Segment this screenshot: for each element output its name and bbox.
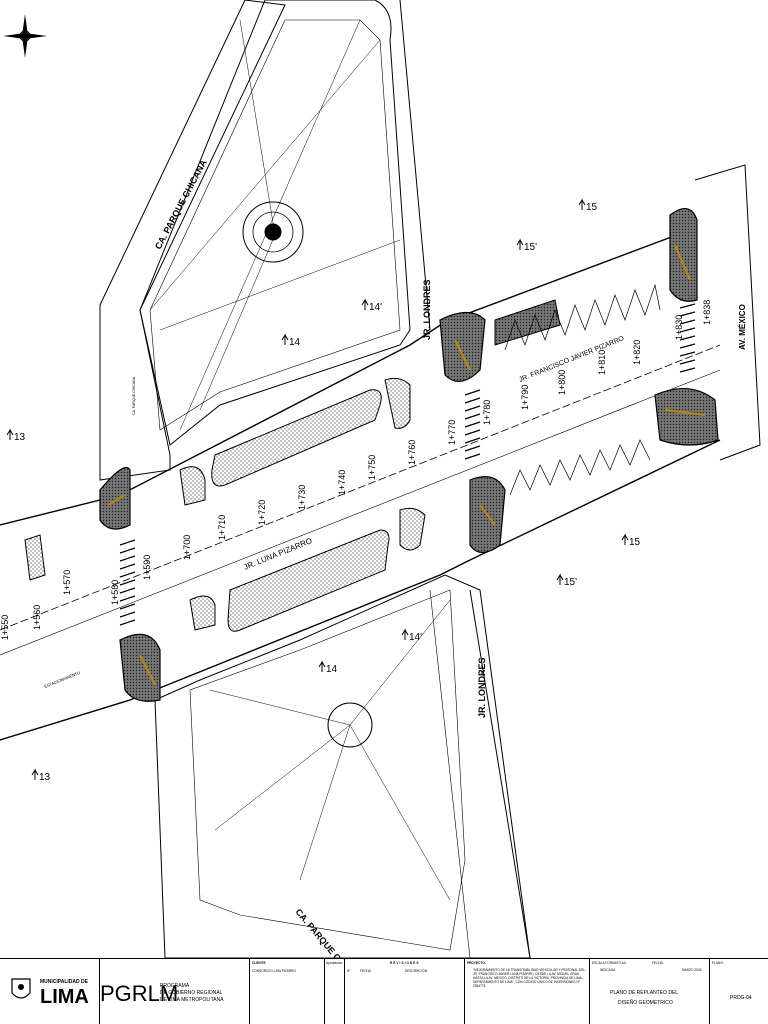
street-francisco-javier-pizarro: JR. FRANCISCO JAVIER PIZARRO [518, 335, 626, 384]
plan-title-2: DISEÑO GEOMETRICO [618, 1000, 673, 1006]
section-mark: 14 [318, 660, 338, 675]
section-mark: 15 [578, 198, 598, 213]
street-londres-top: JR. LONDRES [422, 279, 432, 340]
svg-text:13: 13 [39, 772, 51, 783]
station-label: 1+760 [407, 440, 417, 465]
station-label: 1+730 [297, 485, 307, 510]
station-label: 1+750 [367, 455, 377, 480]
revisions-title: REVISIONES [390, 961, 420, 965]
svg-text:15': 15' [524, 242, 537, 253]
section-mark: 14 [281, 333, 301, 348]
section-mark: 13 [31, 768, 51, 783]
rev-desc-header: DESCRIPCIÓN [405, 969, 428, 973]
lower-park-block [154, 574, 531, 958]
svg-text:14': 14' [369, 302, 382, 313]
curb-extensions [99, 208, 719, 702]
scale-value: INDICADA [600, 968, 616, 972]
rev-n-header: N° [347, 969, 351, 973]
section-marks: 13 13 14' 14 14' 14 15' 15 15' 15 [6, 198, 641, 783]
project-text: "MEJORAMIENTO DE LA TRANSITABILIDAD VEHI… [473, 968, 585, 988]
jr-londres-street [399, 0, 531, 958]
sheet-info-cell: ESCALA FORMATO A3: INDICADA FECHA: MARZO… [590, 959, 710, 1024]
street-parque-chicana-top: CA. PARQUE CHICANA [153, 158, 209, 251]
program-name-3: DE LIMA METROPOLITANA [160, 997, 224, 1003]
plan-title-1: PLANO DE REPLANTEO DEL [610, 990, 679, 996]
station-label: 1+590 [142, 555, 152, 580]
date-value: MARZO 2024 [682, 968, 702, 972]
parking-stalls [504, 283, 661, 496]
street-parque-chicana-bottom: CA. PARQUE CHICANA [293, 907, 365, 958]
medians [24, 299, 561, 632]
station-label: 1+570 [62, 570, 72, 595]
revisions-cell: REVISIONES N° FECHA DESCRIPCIÓN [345, 959, 465, 1024]
station-label: 1+550 [0, 615, 10, 640]
plan-code: PRDG-04 [730, 995, 752, 1001]
curb-accent-lines [107, 244, 706, 686]
station-label: 1+810 [597, 350, 607, 375]
program-code: PGRLM [100, 981, 179, 1006]
entity-cell: MUNICIPALIDAD DE LIMA [0, 959, 100, 1024]
client-name: CONSORCIO LUNA PIZARRO [252, 969, 296, 973]
street-londres-bottom: JR. LONDRES [477, 657, 487, 718]
station-label: 1+820 [632, 340, 642, 365]
north-arrow-icon [3, 14, 47, 58]
client-cell: CLIENTE CONSORCIO LUNA PIZARRO [250, 959, 325, 1024]
street-parque-chicana-small: CA. PARQUE CHICANA [132, 376, 136, 415]
lima-coat-of-arms-icon [11, 978, 31, 999]
station-label: 1+700 [182, 535, 192, 560]
station-label: 1+780 [482, 400, 492, 425]
station-label: 1+720 [257, 500, 267, 525]
section-mark: 14' [361, 298, 382, 313]
station-label: 1+580 [110, 580, 120, 605]
entity-small-label: MUNICIPALIDAD DE [40, 979, 88, 985]
station-label: 1+710 [217, 515, 227, 540]
program-name-1: PROGRAMA [160, 983, 190, 989]
rev-fecha-header: FECHA [360, 969, 371, 973]
project-label: PROYECTO: [467, 961, 486, 965]
svg-text:15: 15 [629, 537, 641, 548]
station-labels: 1+550 1+560 1+570 1+580 1+590 1+700 1+710 1+720… [0, 300, 712, 640]
approval-cell: Aprobación: [325, 959, 345, 1024]
scale-label: ESCALA FORMATO A3: [592, 961, 627, 965]
label-estacionamiento: ESTACIONAMIENTO [44, 670, 81, 689]
section-mark: 15 [621, 533, 641, 548]
svg-text:13: 13 [14, 432, 26, 443]
crosswalks [119, 295, 696, 626]
station-label: 1+838 [702, 300, 712, 325]
station-label: 1+790 [520, 385, 530, 410]
station-label: 1+770 [447, 420, 457, 445]
program-cell: PGRLM PROGRAMA DE GOBIERNO REGIONAL DE L… [100, 959, 250, 1024]
svg-text:14': 14' [409, 632, 422, 643]
client-header: CLIENTE [252, 961, 266, 965]
title-block: MUNICIPALIDAD DE LIMA PGRLM PROGRAMA DE … [0, 958, 768, 1024]
av-mexico-street [694, 164, 761, 461]
upper-park-block [99, 0, 411, 481]
station-label: 1+830 [674, 315, 684, 340]
street-av-mexico: AV. MÉXICO [738, 304, 747, 350]
svg-text:15': 15' [564, 577, 577, 588]
date-label: FECHA: [652, 961, 664, 965]
station-label: 1+800 [557, 370, 567, 395]
station-label: 1+740 [337, 470, 347, 495]
program-name-2: DE GOBIERNO REGIONAL [160, 990, 223, 996]
section-mark: 15' [556, 573, 577, 588]
section-mark: 14' [401, 628, 422, 643]
approval-label: Aprobación: [326, 961, 344, 965]
project-cell: PROYECTO: "MEJORAMIENTO DE LA TRANSITABI… [465, 959, 590, 1024]
plan-code-cell: PLANO: PRDG-04 [710, 959, 768, 1024]
entity-label: LIMA [40, 986, 89, 1008]
main-corridor [0, 229, 721, 741]
station-label: 1+560 [32, 605, 42, 630]
section-mark: 13 [6, 428, 26, 443]
section-mark: 15' [516, 238, 537, 253]
svg-text:14: 14 [289, 337, 301, 348]
svg-text:15: 15 [586, 202, 598, 213]
geometric-layout-plan: 1+550 1+560 1+570 1+580 1+590 1+700 1+710 1+720… [0, 0, 761, 958]
plan-label: PLANO: [712, 961, 724, 965]
svg-text:14: 14 [326, 664, 338, 675]
